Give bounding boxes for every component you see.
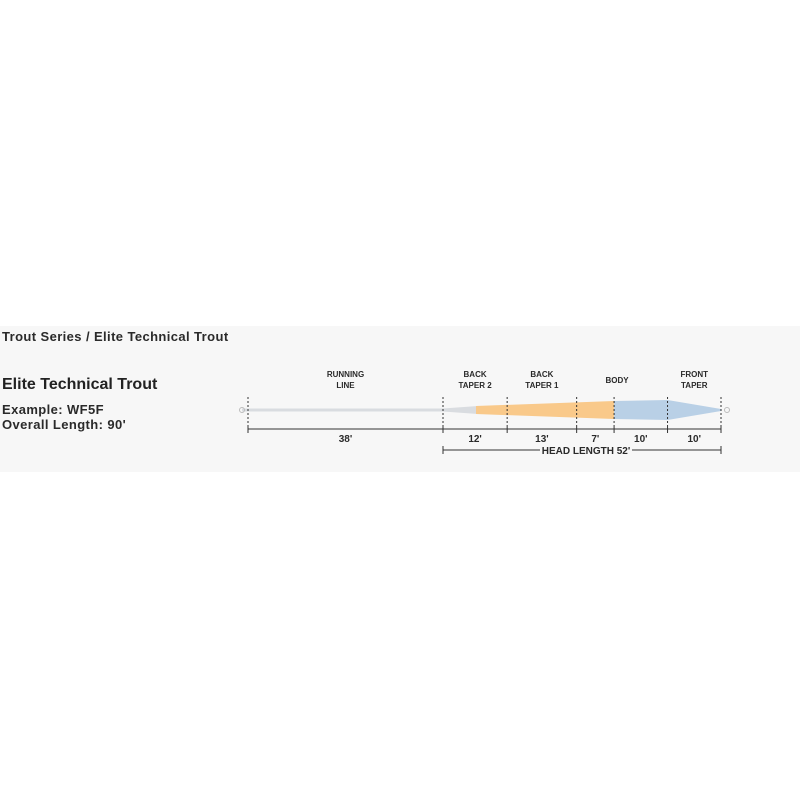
front-loop-icon [724,407,730,413]
segment-length-label: 10' [634,434,648,445]
breadcrumb: Trout Series / Elite Technical Trout [2,329,229,344]
segment-name-label: BODY [606,376,630,385]
segment-length-label: 10' [688,434,702,445]
segment-length-label: 12' [468,434,482,445]
head-length-label: HEAD LENGTH 52' [542,446,631,457]
rear-loop-icon [239,407,245,413]
example-text: Example: WF5F [2,402,104,417]
segment-name-label: TAPER 1 [525,381,559,390]
segment-name-label: FRONT [680,370,708,379]
segment-length-label: 13' [535,434,549,445]
segment-length-label: 7' [591,434,599,445]
diagram-band [0,326,800,472]
back-taper-transition [443,406,478,414]
rear-taper-section [476,401,615,419]
running-line [242,408,443,412]
segment-name-label: TAPER [681,381,708,390]
segment-name-label: BACK [530,370,553,379]
line-meta: Example: WF5F Overall Length: 90' [2,402,126,432]
overall-length-text: Overall Length: 90' [2,417,127,432]
line-title: Elite Technical Trout [2,376,158,393]
segment-name-label: TAPER 2 [458,381,492,390]
segment-length-label: 38' [339,434,353,445]
segment-name-label: RUNNING [327,370,364,379]
segment-name-label: BACK [464,370,487,379]
segment-name-label: LINE [336,381,355,390]
